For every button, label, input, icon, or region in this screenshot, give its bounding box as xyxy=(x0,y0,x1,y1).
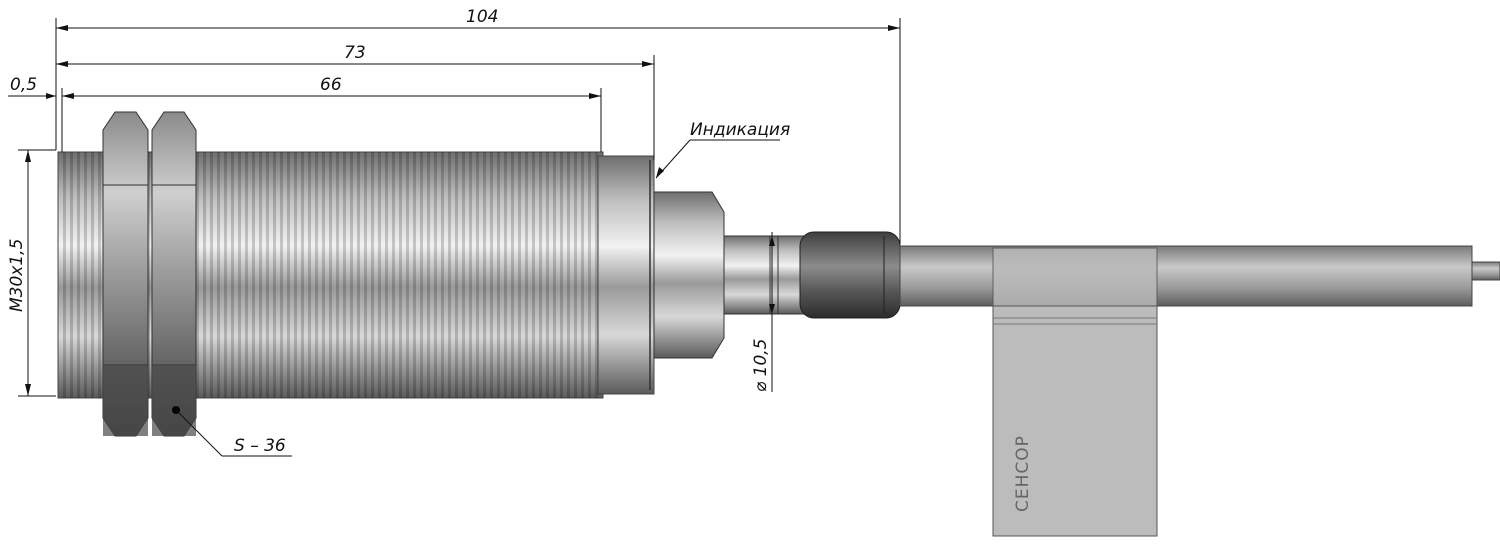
rear-cap xyxy=(653,191,901,359)
dimension-cable-diameter: ⌀ 10,5 xyxy=(751,232,775,392)
lock-nut-2 xyxy=(151,111,197,437)
label-tag: СЕНСОР xyxy=(992,247,1158,537)
dimension-thread-length: 66 0,5 xyxy=(8,75,601,99)
dimension-body-length: 73 xyxy=(56,43,654,67)
lock-nut-1 xyxy=(102,111,149,437)
cable xyxy=(899,245,1500,307)
dimension-overall-length: 104 xyxy=(56,7,900,31)
dimension-value-thread: M30x1,5 xyxy=(7,239,27,312)
extension-lines xyxy=(18,18,901,397)
callout-wrench-size: S – 36 xyxy=(175,409,292,457)
dimension-value-73: 73 xyxy=(344,43,366,63)
callout-indication-text: Индикация xyxy=(690,120,790,140)
dimension-value-66: 66 xyxy=(320,75,342,95)
dimension-value-104: 104 xyxy=(466,7,498,27)
callout-wrench-text: S – 36 xyxy=(234,436,286,456)
brand-label: СЕНСОР xyxy=(1013,435,1033,512)
dimension-thread-size: M30x1,5 xyxy=(7,150,31,396)
dimension-value-diameter: ⌀ 10,5 xyxy=(751,339,771,393)
callout-indication: Индикация xyxy=(655,120,790,179)
dimension-value-0-5: 0,5 xyxy=(10,75,37,95)
